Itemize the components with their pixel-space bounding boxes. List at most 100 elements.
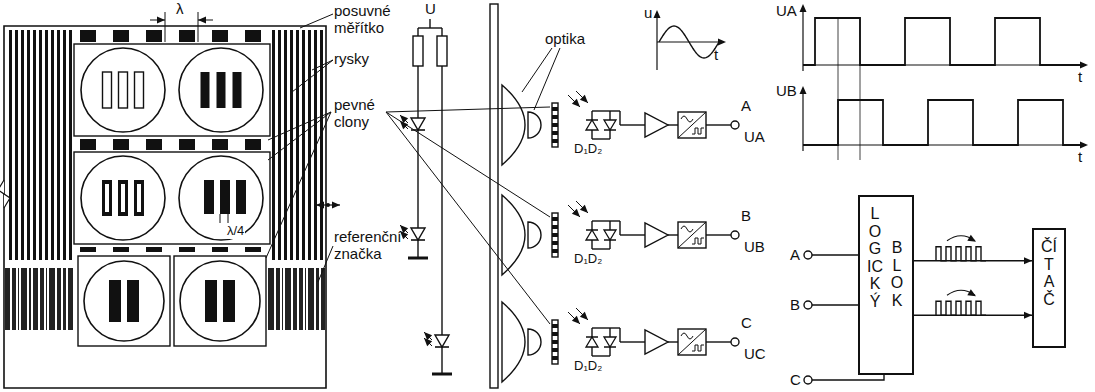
diode-label: D₁D₂: [574, 252, 602, 267]
axis-label: t: [1078, 68, 1082, 85]
scale-line: [51, 30, 54, 260]
light-arrow: [424, 338, 432, 346]
scale-line: [113, 30, 129, 42]
grating-slit: [119, 72, 128, 108]
scale-line: [212, 139, 228, 150]
wire: [592, 248, 610, 249]
axis-arrow: [654, 10, 661, 18]
scale-line: [146, 139, 162, 150]
input-terminal: [804, 251, 812, 259]
fixed-grating-bar: [552, 123, 558, 127]
leader-line: [266, 112, 331, 258]
grating-slit: [137, 184, 141, 212]
wire: [441, 66, 442, 335]
grating-bar: [233, 72, 242, 108]
reference-mark-gap: [297, 268, 299, 330]
scale-line: [179, 247, 195, 252]
reference-mark-gap: [274, 268, 276, 330]
scale-line: [113, 247, 129, 252]
arrow-head: [1024, 257, 1032, 264]
photodiode-symbol: [604, 346, 616, 348]
reference-mark-gap: [55, 268, 57, 330]
signal-name: UC: [744, 345, 766, 362]
pulse-connector: [914, 235, 1032, 265]
reference-mark-gap: [280, 268, 282, 330]
fixed-grating-bar: [552, 225, 558, 229]
grating-bar: [217, 72, 226, 108]
wire: [668, 234, 678, 235]
photodiode-symbol: [586, 230, 598, 240]
scale-line: [212, 247, 228, 252]
output-terminal: [731, 231, 739, 239]
axis-arrow: [718, 39, 726, 46]
optical-window: [180, 261, 260, 341]
fixed-grating-bar: [552, 131, 558, 135]
scale-line: [80, 30, 96, 42]
photodiode-symbol: [586, 120, 598, 130]
axis-arrow: [800, 4, 807, 12]
square-glyph: [692, 128, 704, 134]
lens-symbol: [502, 85, 525, 165]
reference-bar: [205, 280, 217, 322]
part-label: posuvné měřítko: [334, 2, 396, 37]
scale-line: [302, 30, 305, 260]
lens-symbol: [502, 195, 525, 275]
light-arrow: [572, 316, 580, 324]
lens-symbol: [528, 329, 541, 355]
motion-arrow: [316, 202, 324, 209]
scale-line: [45, 30, 48, 260]
light-arrow: [568, 95, 580, 107]
leader-line: [534, 48, 560, 110]
dimension-arrow: [157, 17, 165, 24]
reference-mark-gap: [283, 268, 285, 330]
reference-mark-gap: [66, 268, 68, 330]
photodiode-symbol: [604, 129, 616, 131]
square-glyph: [692, 238, 704, 244]
light-arrow: [576, 91, 588, 103]
scale-line: [113, 139, 129, 150]
dimension-line: [228, 214, 229, 223]
scale-frame: [4, 26, 326, 388]
wire: [620, 341, 645, 342]
dimension-label: λ: [176, 0, 184, 17]
light-arrow: [572, 99, 580, 107]
grating-slit: [135, 72, 144, 108]
input-wire: [812, 254, 858, 255]
diode-label: D₁D₂: [574, 142, 602, 157]
led-symbol: [411, 228, 425, 240]
wire: [619, 221, 620, 235]
signal-name: A: [790, 246, 800, 263]
grating-slit: [105, 184, 109, 212]
break-mark: [0, 180, 10, 208]
fixed-grating-bar: [552, 241, 558, 245]
scale-line: [57, 30, 60, 260]
fixed-grating-panel: [74, 44, 270, 136]
arrow-head: [1024, 312, 1032, 319]
part-label: rysky: [334, 50, 369, 67]
grating-bar: [220, 180, 230, 214]
amplifier-symbol: [645, 330, 668, 354]
wire: [592, 327, 620, 328]
axis-arrow: [1080, 142, 1088, 149]
scale-line: [21, 30, 24, 260]
photodiode-symbol: [604, 120, 616, 130]
signal-name: C: [790, 371, 801, 388]
fixed-grating-bar: [552, 139, 558, 143]
leader-line: [386, 107, 550, 112]
light-arrow: [576, 201, 588, 213]
leader-line: [386, 112, 550, 217]
scale-line: [63, 30, 66, 260]
scale-line: [212, 30, 228, 42]
reference-mark-gap: [61, 268, 63, 330]
wire: [417, 66, 418, 118]
led-symbol: [435, 335, 449, 347]
signal-name: B: [741, 207, 751, 224]
ground-symbol: [432, 373, 452, 376]
vertical-label: BLOK: [889, 239, 905, 311]
fixed-grating: [552, 103, 558, 147]
axis-label: UB: [776, 82, 797, 99]
wire: [706, 234, 731, 235]
wire: [668, 341, 678, 342]
